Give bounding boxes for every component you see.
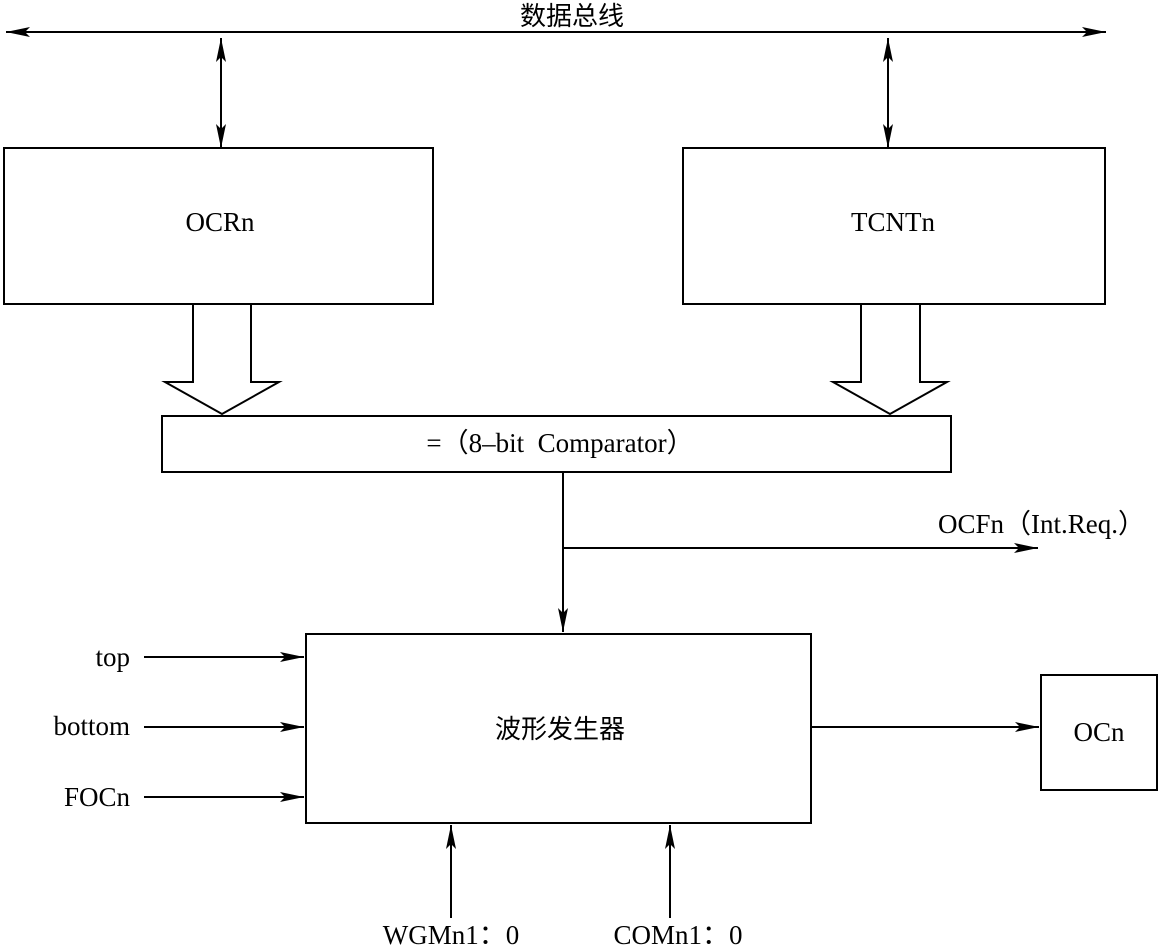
ocr-to-comparator-wide-arrow	[161, 304, 283, 416]
ocr-register-box	[3, 147, 434, 305]
top-input-label: top	[95, 642, 130, 672]
comparator-box	[161, 415, 952, 473]
ocr-register-label: OCRn	[185, 207, 255, 237]
data-bus-label: 数据总线	[520, 2, 624, 32]
ocn-output-label: OCn	[1073, 717, 1125, 747]
com-input-label: COMn1：0	[613, 920, 742, 947]
waveform-generator-label: 波形发生器	[495, 715, 625, 745]
ocn-output-box	[1040, 674, 1158, 791]
interrupt-request-label: OCFn（Int.Req.）	[938, 509, 1145, 539]
tcnt-to-comparator-wide-arrow	[829, 304, 951, 416]
waveform-generator-box	[305, 633, 812, 824]
focn-input-label: FOCn	[64, 782, 131, 812]
bottom-input-label: bottom	[53, 711, 130, 741]
tcnt-register-label: TCNTn	[851, 207, 935, 237]
tcnt-register-box	[682, 147, 1106, 305]
wgm-input-label: WGMn1：0	[383, 920, 520, 947]
comparator-label: =（8–bit Comparator）	[426, 428, 693, 458]
